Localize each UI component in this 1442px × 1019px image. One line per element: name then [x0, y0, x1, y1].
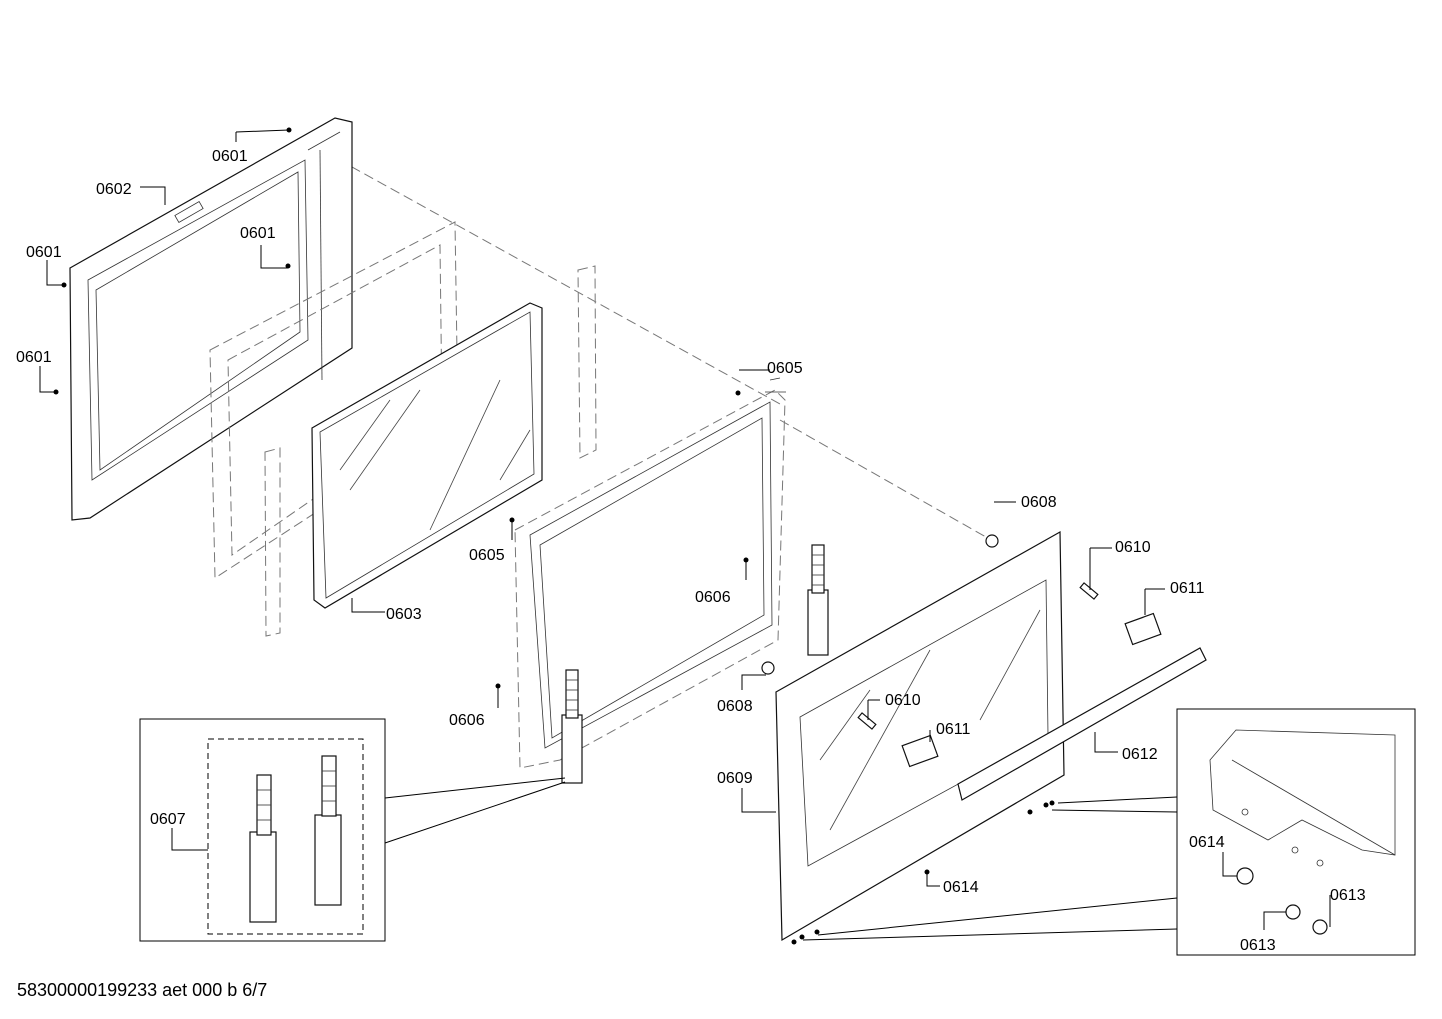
label-0611-bottom: 0611 [936, 721, 971, 738]
label-0602: 0602 [96, 181, 132, 198]
label-0613-right: 0613 [1330, 887, 1366, 904]
label-0605-left: 0605 [469, 547, 505, 564]
label-0601-top: 0601 [212, 148, 248, 165]
hinge-left-part [561, 669, 583, 784]
label-0606-right: 0606 [695, 589, 731, 606]
label-0605-top: 0605 [767, 360, 803, 377]
bracket-detail-box [802, 708, 1416, 956]
label-0614-main: 0614 [943, 879, 979, 896]
handle-bracket-parts [761, 534, 1162, 768]
label-0607: 0607 [150, 811, 186, 828]
label-0603: 0603 [386, 606, 422, 623]
label-0614-detail: 0614 [1189, 834, 1225, 851]
hinge-detail-box [139, 718, 566, 942]
label-0608-bottom: 0608 [717, 698, 753, 715]
label-0610-top: 0610 [1115, 539, 1151, 556]
alignment-lines [324, 151, 1001, 546]
label-0612: 0612 [1122, 746, 1158, 763]
leader-lines [39, 129, 1331, 930]
label-0610-bottom: 0610 [885, 692, 921, 709]
label-0611-top: 0611 [1170, 580, 1205, 597]
outer-door-frame-part [69, 117, 353, 521]
door-chassis-part [514, 377, 786, 769]
label-0608-top: 0608 [1021, 494, 1057, 511]
drawing-code: 58300000199233 aet 000 b 6/7 [17, 980, 268, 1000]
label-0606-left: 0606 [449, 712, 485, 729]
outer-door-panel-part [775, 530, 1065, 942]
label-0609: 0609 [717, 770, 753, 787]
label-0601-inner: 0601 [240, 225, 276, 242]
handle-bar-part [957, 647, 1207, 801]
screw-dots [53, 127, 1055, 945]
hinge-right-part [807, 544, 829, 656]
inner-glass-panel-part [311, 302, 543, 609]
label-0601-left: 0601 [26, 244, 62, 261]
part-labels: 0601 0602 0601 0601 0601 0603 0605 0605 … [16, 148, 1366, 954]
label-0601-lower-left: 0601 [16, 349, 52, 366]
label-0613-bottom: 0613 [1240, 937, 1276, 954]
